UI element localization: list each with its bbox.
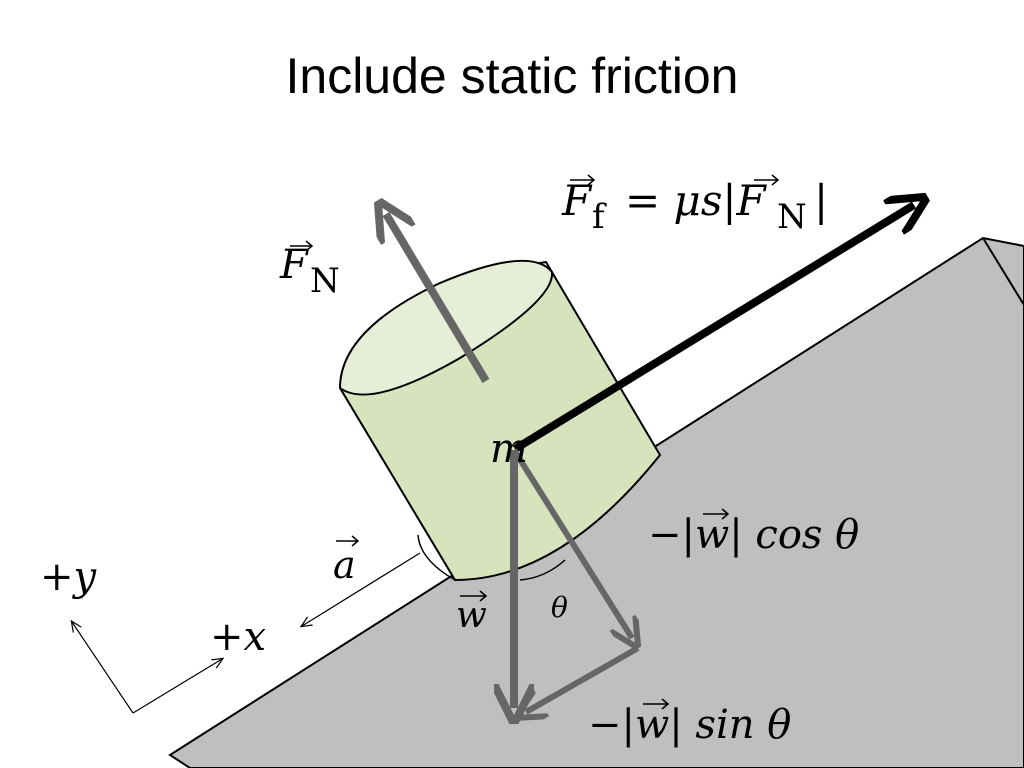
- weight-cos-component-arrow: [511, 448, 632, 638]
- angle-label: θ: [551, 591, 568, 624]
- slide-title: Include static friction: [286, 48, 739, 104]
- friction-force-arrow: [512, 205, 914, 453]
- svg-text:= μs|F: = μs|F: [625, 176, 768, 225]
- svg-text:w: w: [456, 595, 487, 636]
- vector-arrow-mark: [460, 590, 488, 602]
- svg-text:|: |: [814, 176, 828, 225]
- plus-y-label: +y: [40, 554, 98, 600]
- cylinder-bottom-edge: [417, 534, 456, 581]
- vector-arrow-mark: [754, 174, 780, 186]
- cylinder-mass: [338, 259, 662, 582]
- svg-text:−|w| sin θ: −|w| sin θ: [588, 702, 791, 748]
- x-axis-arrow: [132, 659, 222, 714]
- vector-arrow-mark: [643, 698, 670, 710]
- svg-text:F: F: [561, 176, 593, 225]
- svg-text:N: N: [310, 261, 340, 301]
- vector-arrow-mark: [570, 174, 596, 186]
- normal-force-arrow: [386, 214, 490, 384]
- svg-text:f: f: [592, 197, 607, 237]
- acceleration-arrow: [302, 552, 421, 626]
- friction-force-label: F f = μs|F N |: [561, 174, 828, 237]
- vector-arrow-mark: [290, 240, 314, 252]
- weight-sin-component-arrow: [526, 645, 640, 712]
- plus-x-label: +x: [210, 614, 266, 660]
- weight-cos-label: −|w| cos θ: [648, 508, 859, 558]
- mass-label: m: [490, 426, 528, 472]
- svg-text:F: F: [279, 242, 309, 288]
- svg-text:N: N: [777, 197, 807, 237]
- svg-text:a: a: [333, 543, 356, 587]
- cylinder-top-face: [338, 259, 554, 396]
- weight-sin-label: −|w| sin θ: [588, 698, 791, 748]
- vector-arrow-mark: [336, 535, 360, 547]
- vector-arrow-mark: [703, 508, 730, 520]
- svg-text:−|w| cos θ: −|w| cos θ: [648, 512, 859, 558]
- angle-arc: [519, 559, 566, 581]
- weight-label: w: [456, 590, 488, 636]
- y-axis-arrow: [72, 622, 134, 714]
- incline-edge: [982, 237, 1024, 306]
- normal-force-label: F N: [279, 240, 340, 301]
- acceleration-label: a: [333, 535, 360, 587]
